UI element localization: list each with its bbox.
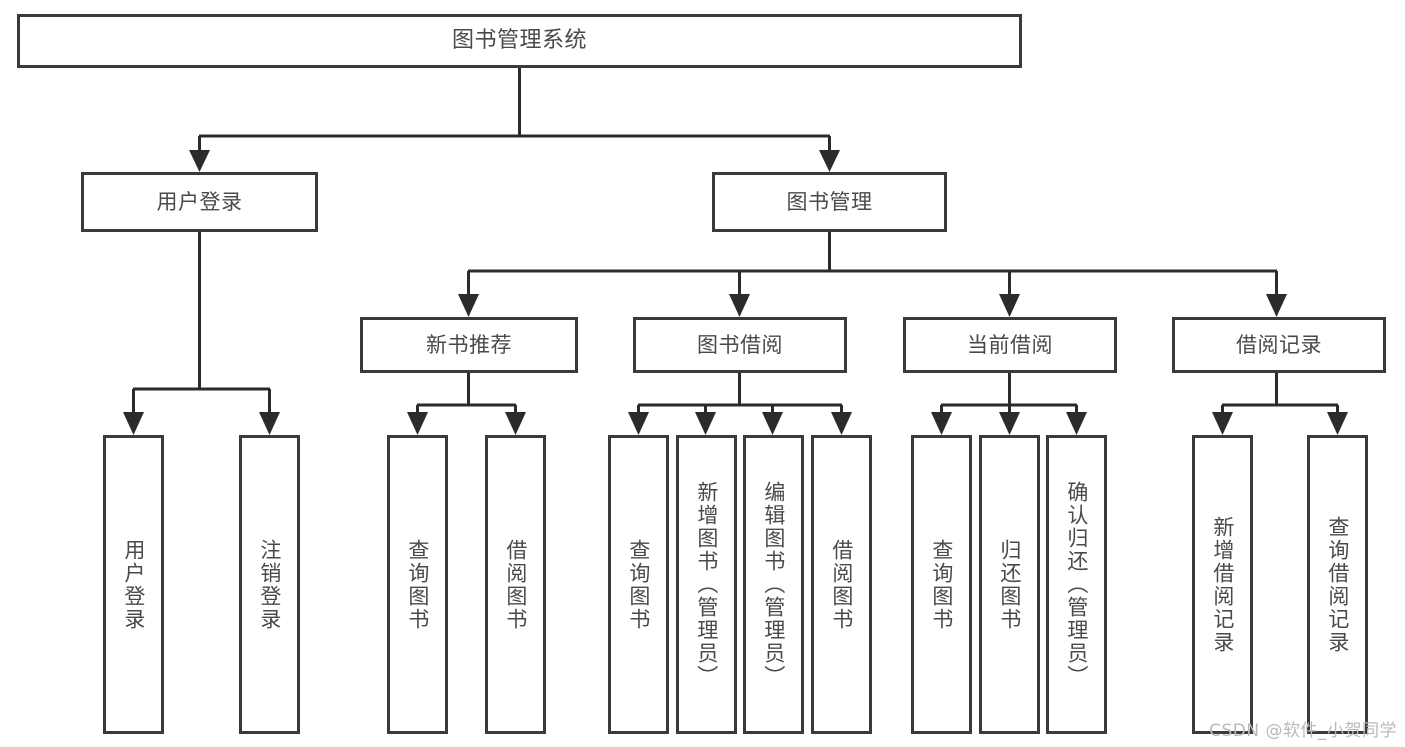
node-leaf-confirm-return-admin[interactable]: 确认归还（管理员）	[1046, 435, 1107, 734]
node-leaf-add-borrow-record[interactable]: 新增借阅记录	[1192, 435, 1253, 734]
node-current-borrow-label: 当前借阅	[967, 332, 1053, 357]
node-leaf-borrow-book-label: 借阅图书	[829, 538, 854, 631]
node-new-book-rec[interactable]: 新书推荐	[360, 317, 578, 373]
node-leaf-add-book-admin-label: 新增图书（管理员）	[694, 481, 719, 688]
watermark-text: CSDN @软件_小贺同学	[1209, 721, 1397, 741]
node-leaf-return-book-label: 归还图书	[997, 538, 1022, 631]
node-leaf-logout-login[interactable]: 注销登录	[239, 435, 300, 734]
node-book-borrow-label: 图书借阅	[697, 332, 783, 357]
node-leaf-query-book-rec[interactable]: 查询图书	[387, 435, 448, 734]
node-leaf-borrow-book-rec-label: 借阅图书	[503, 538, 528, 631]
node-leaf-user-login-label: 用户登录	[121, 538, 146, 631]
node-book-manage-label: 图书管理	[786, 189, 873, 214]
node-root-label: 图书管理系统	[451, 28, 587, 54]
node-new-book-rec-label: 新书推荐	[426, 332, 512, 357]
node-leaf-query-borrow-record-label: 查询借阅记录	[1325, 515, 1350, 654]
node-leaf-borrow-book-rec[interactable]: 借阅图书	[485, 435, 546, 734]
node-leaf-borrow-book[interactable]: 借阅图书	[811, 435, 872, 734]
node-leaf-query-book-borrow-label: 查询图书	[626, 538, 651, 631]
node-root[interactable]: 图书管理系统	[17, 14, 1022, 68]
node-leaf-user-login[interactable]: 用户登录	[103, 435, 164, 734]
node-leaf-query-book-current-label: 查询图书	[929, 538, 954, 631]
node-leaf-edit-book-admin-label: 编辑图书（管理员）	[761, 481, 786, 688]
node-leaf-confirm-return-admin-label: 确认归还（管理员）	[1064, 481, 1089, 688]
node-leaf-query-book-borrow[interactable]: 查询图书	[608, 435, 669, 734]
node-borrow-record[interactable]: 借阅记录	[1172, 317, 1386, 373]
node-leaf-logout-login-label: 注销登录	[257, 538, 282, 631]
node-leaf-edit-book-admin[interactable]: 编辑图书（管理员）	[743, 435, 804, 734]
node-book-manage[interactable]: 图书管理	[712, 172, 947, 232]
node-user-login[interactable]: 用户登录	[81, 172, 318, 232]
node-book-borrow[interactable]: 图书借阅	[633, 317, 847, 373]
node-leaf-query-book-rec-label: 查询图书	[405, 538, 430, 631]
node-user-login-label: 用户登录	[156, 189, 243, 214]
node-borrow-record-label: 借阅记录	[1236, 332, 1322, 357]
node-current-borrow[interactable]: 当前借阅	[903, 317, 1117, 373]
node-leaf-query-borrow-record[interactable]: 查询借阅记录	[1307, 435, 1368, 734]
node-leaf-add-book-admin[interactable]: 新增图书（管理员）	[676, 435, 737, 734]
node-leaf-query-book-current[interactable]: 查询图书	[911, 435, 972, 734]
node-leaf-add-borrow-record-label: 新增借阅记录	[1210, 515, 1235, 654]
node-leaf-return-book[interactable]: 归还图书	[979, 435, 1040, 734]
